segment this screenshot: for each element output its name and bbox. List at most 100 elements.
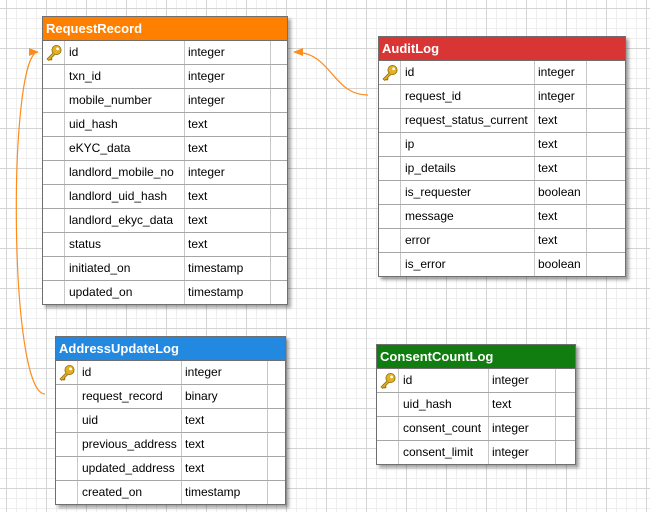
- key-cell: [56, 409, 78, 432]
- consentcountlog-field-row[interactable]: uid_hash text: [377, 392, 575, 416]
- field-extra-cell: [267, 481, 285, 504]
- key-cell: [377, 441, 399, 464]
- requestrecord-field-row[interactable]: initiated_on timestamp: [43, 256, 287, 280]
- field-extra-cell: [586, 253, 625, 276]
- field-extra-cell: [270, 113, 287, 136]
- key-cell: [379, 181, 401, 204]
- field-type: integer: [184, 65, 270, 88]
- field-extra-cell: [267, 433, 285, 456]
- field-name: id: [82, 365, 92, 379]
- field-extra-cell: [267, 409, 285, 432]
- field-name: ip: [405, 137, 415, 151]
- field-name: uid_hash: [403, 397, 452, 411]
- field-type: boolean: [534, 181, 586, 204]
- field-name: mobile_number: [69, 93, 152, 107]
- requestrecord-field-row[interactable]: landlord_mobile_no integer: [43, 160, 287, 184]
- field-type: text: [488, 393, 555, 416]
- key-cell: [56, 361, 78, 384]
- addressupdatelog-field-row[interactable]: id integer: [56, 361, 285, 384]
- field-name: landlord_mobile_no: [69, 165, 174, 179]
- field-type: integer: [534, 61, 586, 84]
- field-extra-cell: [270, 161, 287, 184]
- field-name: ip_details: [405, 161, 456, 175]
- key-cell: [56, 457, 78, 480]
- key-cell: [43, 161, 65, 184]
- field-extra-cell: [270, 185, 287, 208]
- field-extra-cell: [586, 85, 625, 108]
- field-type: text: [184, 185, 270, 208]
- field-name: previous_address: [82, 437, 177, 451]
- requestrecord-field-row[interactable]: landlord_uid_hash text: [43, 184, 287, 208]
- field-extra-cell: [555, 417, 575, 440]
- field-extra-cell: [270, 281, 287, 304]
- key-cell: [377, 393, 399, 416]
- key-cell: [43, 233, 65, 256]
- table-title-auditlog[interactable]: AuditLog: [379, 37, 625, 61]
- auditlog-field-row[interactable]: error text: [379, 228, 625, 252]
- key-cell: [377, 417, 399, 440]
- field-type: integer: [184, 89, 270, 112]
- key-icon: [380, 373, 396, 389]
- field-extra-cell: [267, 361, 285, 384]
- field-type: integer: [184, 161, 270, 184]
- field-name: is_requester: [405, 185, 472, 199]
- field-name: updated_on: [69, 285, 133, 299]
- field-name: uid: [82, 413, 99, 427]
- field-name: is_error: [405, 257, 446, 271]
- key-icon: [382, 65, 398, 81]
- field-extra-cell: [586, 181, 625, 204]
- field-name: status: [69, 237, 102, 251]
- addressupdatelog-to-requestrecord-connector: [15, 48, 46, 395]
- key-cell: [43, 113, 65, 136]
- field-type: timestamp: [184, 257, 270, 280]
- field-extra-cell: [270, 233, 287, 256]
- field-extra-cell: [270, 137, 287, 160]
- auditlog-field-row[interactable]: id integer: [379, 61, 625, 84]
- key-cell: [43, 257, 65, 280]
- table-title-consentcountlog[interactable]: ConsentCountLog: [377, 345, 575, 369]
- field-type: text: [534, 229, 586, 252]
- field-type: integer: [181, 361, 267, 384]
- key-cell: [379, 61, 401, 84]
- auditlog-to-requestrecord-connector: [293, 48, 369, 96]
- table-title-addressupdatelog[interactable]: AddressUpdateLog: [56, 337, 285, 361]
- field-type: text: [184, 209, 270, 232]
- key-cell: [43, 41, 65, 64]
- table-title-requestrecord[interactable]: RequestRecord: [43, 17, 287, 41]
- field-type: text: [181, 457, 267, 480]
- field-name: error: [405, 233, 431, 247]
- field-name: initiated_on: [69, 261, 131, 275]
- key-cell: [43, 65, 65, 88]
- auditlog-field-row[interactable]: is_requester boolean: [379, 180, 625, 204]
- requestrecord-field-row[interactable]: mobile_number integer: [43, 88, 287, 112]
- key-cell: [379, 253, 401, 276]
- field-name: landlord_uid_hash: [69, 189, 168, 203]
- field-name: id: [405, 65, 415, 79]
- field-extra-cell: [586, 157, 625, 180]
